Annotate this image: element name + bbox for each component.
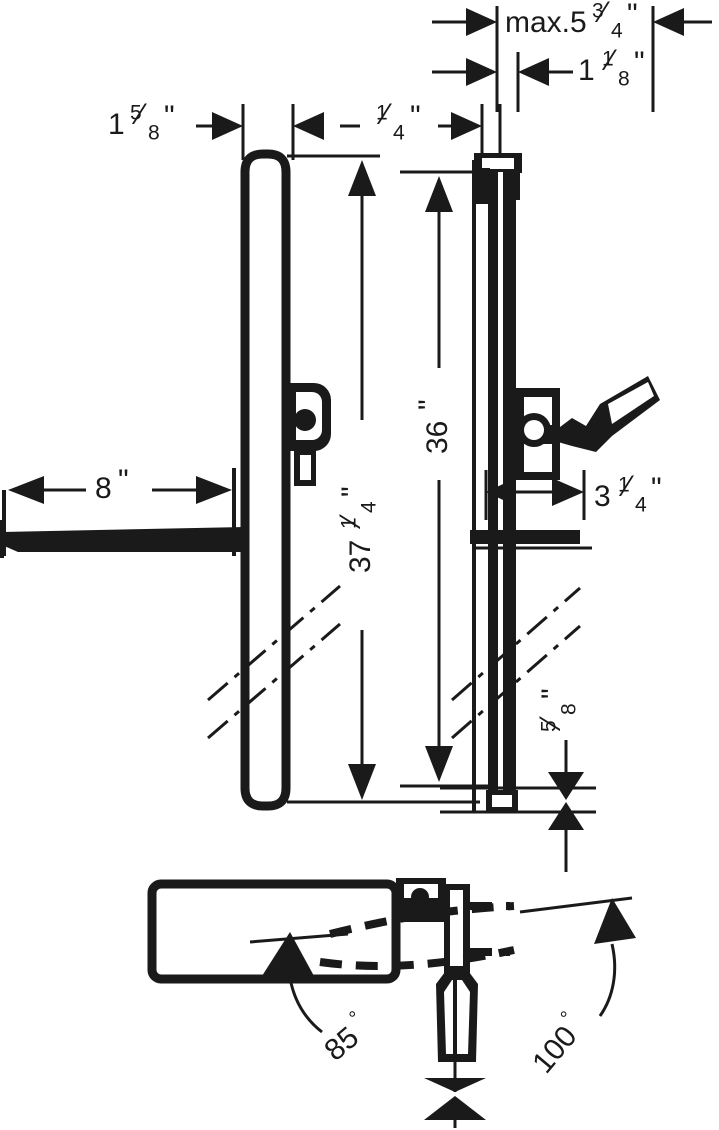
- dim-bracket-depth: [432, 52, 573, 112]
- label-bracket-depth-whole: 1: [578, 54, 595, 87]
- label-right-swivel-angle: 100 °: [526, 1007, 583, 1080]
- label-base-offset: 5 ⁄ 8 ": [534, 688, 581, 732]
- label-holder-projection-unit: ": [651, 472, 662, 505]
- label-wall-gap-num: 1: [376, 102, 388, 125]
- label-max-projection-unit: ": [627, 0, 638, 31]
- label-spout-reach-unit: ": [118, 464, 129, 497]
- dim-wall-gap: [438, 104, 502, 160]
- label-rail-width-unit: ": [164, 100, 175, 133]
- label-rail-total-height: 37 1 ⁄ 4 ": [334, 486, 381, 573]
- label-max-projection-whole: max.5: [505, 6, 587, 39]
- dim-base-offset: [440, 740, 596, 872]
- label-rail-total-height-whole: 37: [344, 540, 377, 573]
- label-base-offset-num: 5: [538, 720, 561, 732]
- label-bracket-depth: 1 1 ⁄ 8 ": [578, 44, 645, 91]
- label-rail-width-num: 5: [130, 102, 142, 125]
- dim-rail-total-height: [287, 154, 480, 804]
- label-bracket-depth-den: 8: [618, 68, 630, 91]
- label-holder-projection-den: 4: [635, 494, 647, 517]
- label-rail-total-height-num: 1: [338, 517, 361, 529]
- label-rail-width: 1 5 ⁄ 8 ": [108, 98, 175, 145]
- label-bracket-depth-unit: ": [634, 46, 645, 79]
- spout-front: [2, 527, 245, 552]
- label-rail-travel-height-unit: ": [413, 399, 446, 410]
- label-wall-gap: 1 ⁄ 4 ": [376, 98, 421, 145]
- slider-bracket-front: [288, 383, 331, 486]
- dim-spout-reach: [2, 468, 236, 556]
- label-spout-reach: 8 ": [95, 464, 129, 505]
- label-rail-width-den: 8: [148, 122, 160, 145]
- label-holder-projection: 3 1 ⁄ 4 ": [594, 470, 662, 517]
- label-max-projection-num: 3: [592, 0, 604, 23]
- dim-rail-width: [196, 104, 360, 160]
- label-holder-projection-num: 1: [618, 474, 630, 497]
- label-rail-total-height-unit: ": [336, 486, 369, 497]
- label-rail-travel-height-whole: 36: [421, 421, 454, 454]
- label-bracket-depth-num: 1: [602, 48, 614, 71]
- dim-holder-projection: [484, 470, 586, 520]
- label-base-offset-unit: ": [536, 688, 569, 699]
- label-base-offset-den: 8: [558, 703, 581, 715]
- handshower-holder-side: [516, 376, 660, 480]
- label-max-projection-den: 4: [611, 20, 623, 43]
- label-holder-projection-whole: 3: [594, 480, 611, 513]
- label-wall-gap-unit: ": [410, 100, 421, 133]
- label-rail-width-whole: 1: [108, 108, 125, 141]
- label-spout-reach-whole: 8: [95, 472, 112, 505]
- label-rail-travel-height: 36 ": [413, 399, 454, 454]
- dim-max-projection: [432, 6, 712, 112]
- label-left-swivel-symbol: °: [345, 1007, 365, 1029]
- label-rail-total-height-den: 4: [358, 501, 381, 513]
- label-left-swivel-angle: 85 °: [318, 1007, 365, 1067]
- dim-rail-travel-height: [400, 170, 490, 788]
- ink-layer: [0, 6, 712, 1128]
- label-right-swivel-value: 100: [526, 1020, 583, 1080]
- label-max-projection: max.5 3 ⁄ 4 ": [505, 0, 638, 43]
- label-wall-gap-den: 4: [393, 122, 405, 145]
- front-elevation-rail: [0, 149, 341, 811]
- top-plan-view: [147, 878, 636, 1128]
